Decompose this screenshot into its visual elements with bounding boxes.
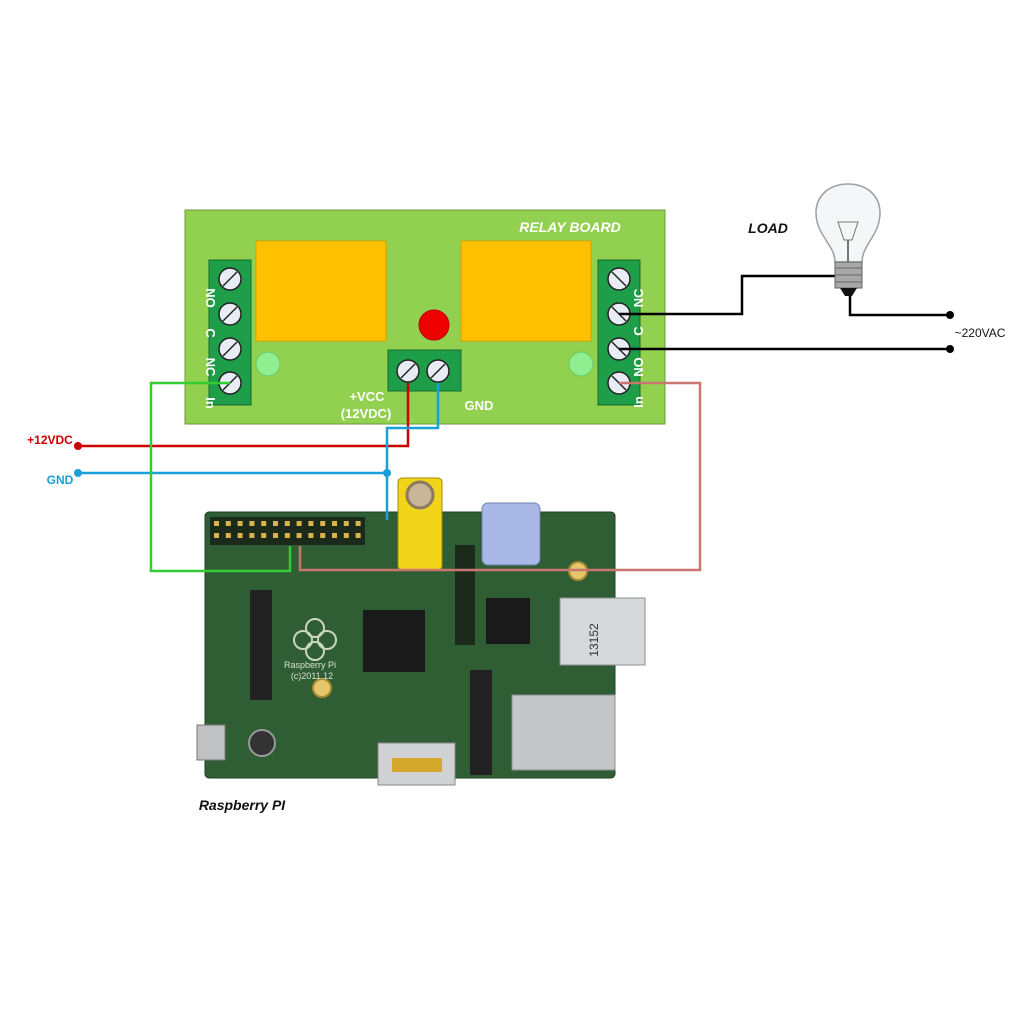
junction-dot-gnd <box>383 469 391 477</box>
screw-slot <box>430 363 446 379</box>
gpio-pin <box>273 533 278 538</box>
gpio-pin <box>261 533 267 538</box>
left-terminal-c: C <box>203 328 218 338</box>
gpio-pin <box>249 521 255 526</box>
gpio-pin <box>284 533 290 538</box>
gpio-pin <box>296 521 302 526</box>
power-led-red <box>418 309 450 341</box>
ac-supply-label: ~220VAC <box>955 326 1006 340</box>
gpio-pin <box>320 521 326 526</box>
right-terminal-c: C <box>631 326 646 336</box>
left-terminal-nc: NC <box>203 358 218 377</box>
gpio-pin <box>296 533 302 538</box>
display-connector <box>250 590 272 700</box>
raspberry-pi-board: 13152 Raspberry Pi (c)2011.12 <box>196 477 646 786</box>
gpio-pins <box>214 521 361 538</box>
gpio-pin <box>225 533 231 538</box>
raspberry-logo <box>293 618 337 661</box>
ac-dot-2 <box>946 345 954 353</box>
micro-usb-port <box>196 724 226 761</box>
gpio-pin <box>214 533 219 538</box>
wire-in-right <box>298 381 702 572</box>
vcc-label: +VCC <box>349 389 385 404</box>
terminal-dot-12v <box>74 442 82 450</box>
capacitor <box>248 729 276 757</box>
screw-slot <box>222 341 238 357</box>
wire-in-left <box>149 381 292 573</box>
relay-board-title: RELAY BOARD <box>519 219 620 235</box>
gpio-pin <box>320 533 326 538</box>
screw-slot <box>611 271 627 287</box>
relay-board: RELAY BOARD NO C NC In NC C NO In +VCC (… <box>184 209 666 425</box>
left-terminal-no: NO <box>203 288 218 308</box>
silkscreen-name: Raspberry Pi <box>284 660 336 670</box>
right-terminal-no: NO <box>631 357 646 377</box>
gnd-terminal-label: GND <box>465 398 494 413</box>
gpio-pin <box>343 533 349 538</box>
terminal-screws <box>218 267 631 395</box>
load-label: LOAD <box>748 220 788 236</box>
right-terminal-nc: NC <box>631 288 646 307</box>
gpio-pin <box>355 533 361 538</box>
screw-slot <box>222 306 238 322</box>
status-led-right <box>568 351 594 377</box>
gpio-pin <box>284 521 290 526</box>
ac-dot-1 <box>946 311 954 319</box>
usb-port <box>559 597 646 666</box>
raspberry-pi-caption: Raspberry PI <box>199 797 286 813</box>
soc-chip <box>363 610 425 672</box>
gpio-pin <box>214 521 219 526</box>
usb-label: 13152 <box>587 623 601 657</box>
screw-slot <box>222 271 238 287</box>
screw-slot <box>400 363 416 379</box>
gpio-pin <box>225 521 231 526</box>
wire-load-to-ac <box>848 294 950 317</box>
right-terminal-in: In <box>631 396 646 408</box>
ethernet-port <box>511 694 616 771</box>
gnd-supply-label: GND <box>47 473 74 487</box>
relay-left <box>255 240 387 342</box>
wire-common-to-load <box>619 274 836 316</box>
left-terminal-in: In <box>203 397 218 409</box>
gpio-pin <box>308 521 314 526</box>
terminal-dot-gnd <box>74 469 82 477</box>
silkscreen-year: (c)2011.12 <box>291 671 333 681</box>
light-bulb-icon <box>815 183 881 296</box>
gpio-pin <box>237 533 243 538</box>
gpio-pin <box>261 521 267 526</box>
gpio-pin <box>273 521 278 526</box>
wire-12vdc <box>78 383 410 448</box>
wires <box>78 274 950 573</box>
p2-header <box>455 545 475 645</box>
status-led-left <box>255 351 281 377</box>
relay-right <box>460 240 592 342</box>
camera-connector <box>470 670 492 775</box>
vcc-sub-label: (12VDC) <box>341 406 392 421</box>
v12-label: +12VDC <box>27 433 73 447</box>
lan-chip <box>486 598 530 644</box>
gpio-pin <box>332 521 337 526</box>
gpio-pin <box>249 533 255 538</box>
gpio-pin <box>308 533 314 538</box>
gpio-pin <box>237 521 243 526</box>
gpio-pin <box>332 533 337 538</box>
audio-jack <box>481 502 541 566</box>
gpio-pin <box>343 521 349 526</box>
gpio-pin <box>355 521 361 526</box>
